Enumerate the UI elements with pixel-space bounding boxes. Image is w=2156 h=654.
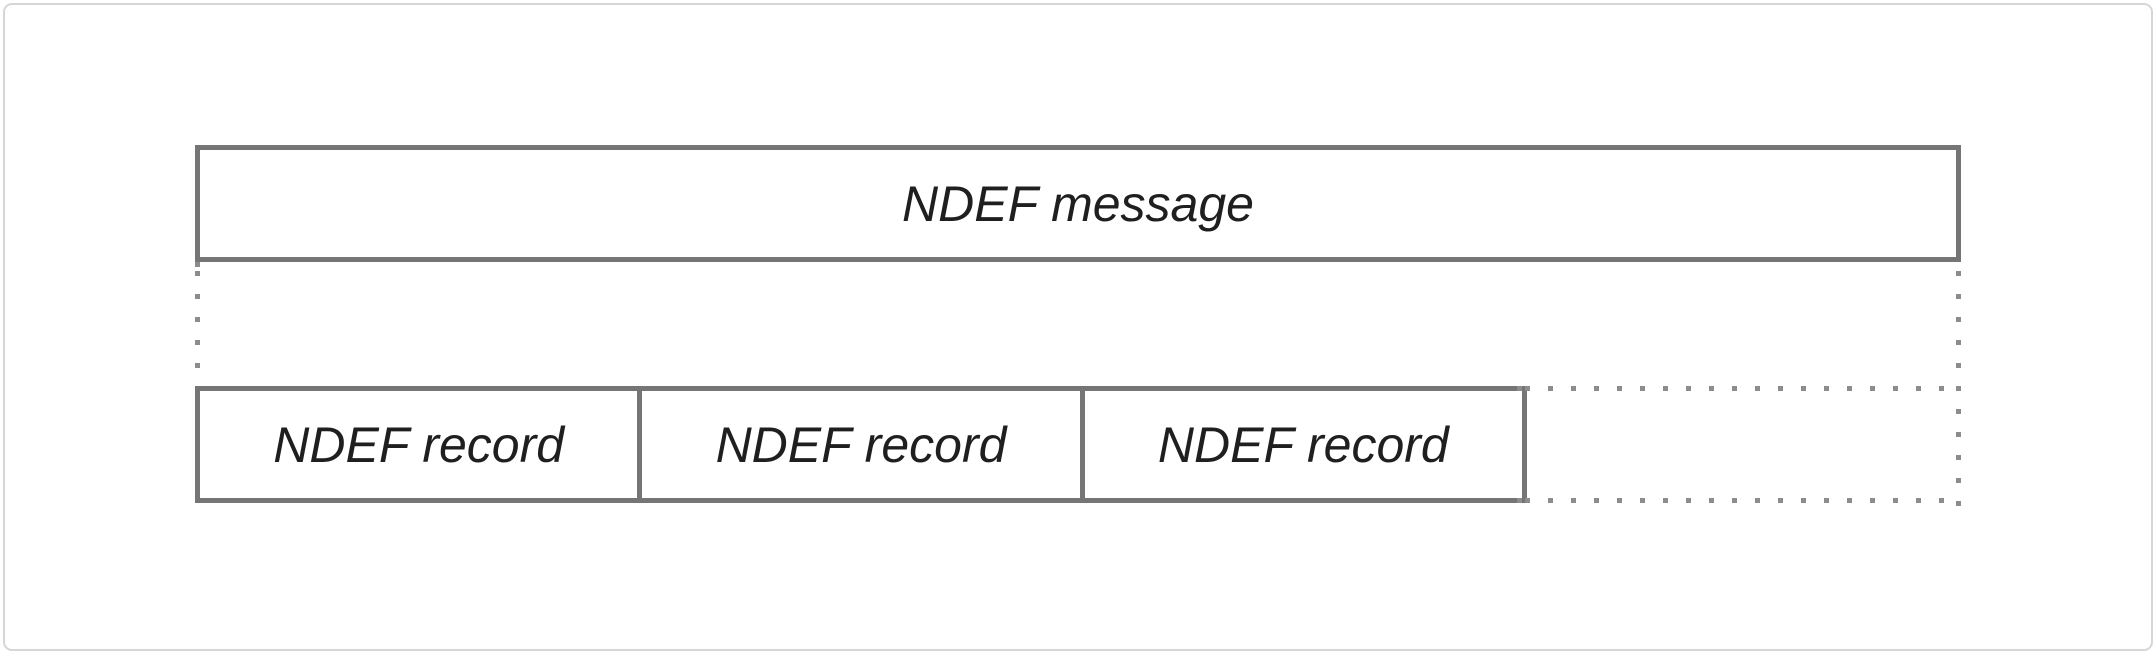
diagram-stage: NDEF message NDEF record NDEF record NDE…	[5, 5, 2151, 649]
dotted-connector-right	[1956, 262, 1961, 508]
ndef-record-box-2: NDEF record	[637, 386, 1085, 503]
ndef-records-row: NDEF record NDEF record NDEF record	[195, 386, 1527, 503]
ndef-record-label-3: NDEF record	[1157, 416, 1449, 473]
ndef-record-box-3: NDEF record	[1079, 386, 1527, 503]
dotted-continuation-bottom	[1516, 498, 1961, 503]
ndef-record-box-1: NDEF record	[195, 386, 643, 503]
ndef-record-label-1: NDEF record	[273, 416, 565, 473]
ndef-message-label: NDEF message	[902, 175, 1254, 232]
diagram-frame: NDEF message NDEF record NDEF record NDE…	[3, 3, 2153, 651]
dotted-connector-left	[195, 262, 200, 386]
ndef-record-label-2: NDEF record	[715, 416, 1007, 473]
dotted-continuation-top	[1516, 386, 1961, 391]
ndef-message-box: NDEF message	[195, 145, 1961, 262]
